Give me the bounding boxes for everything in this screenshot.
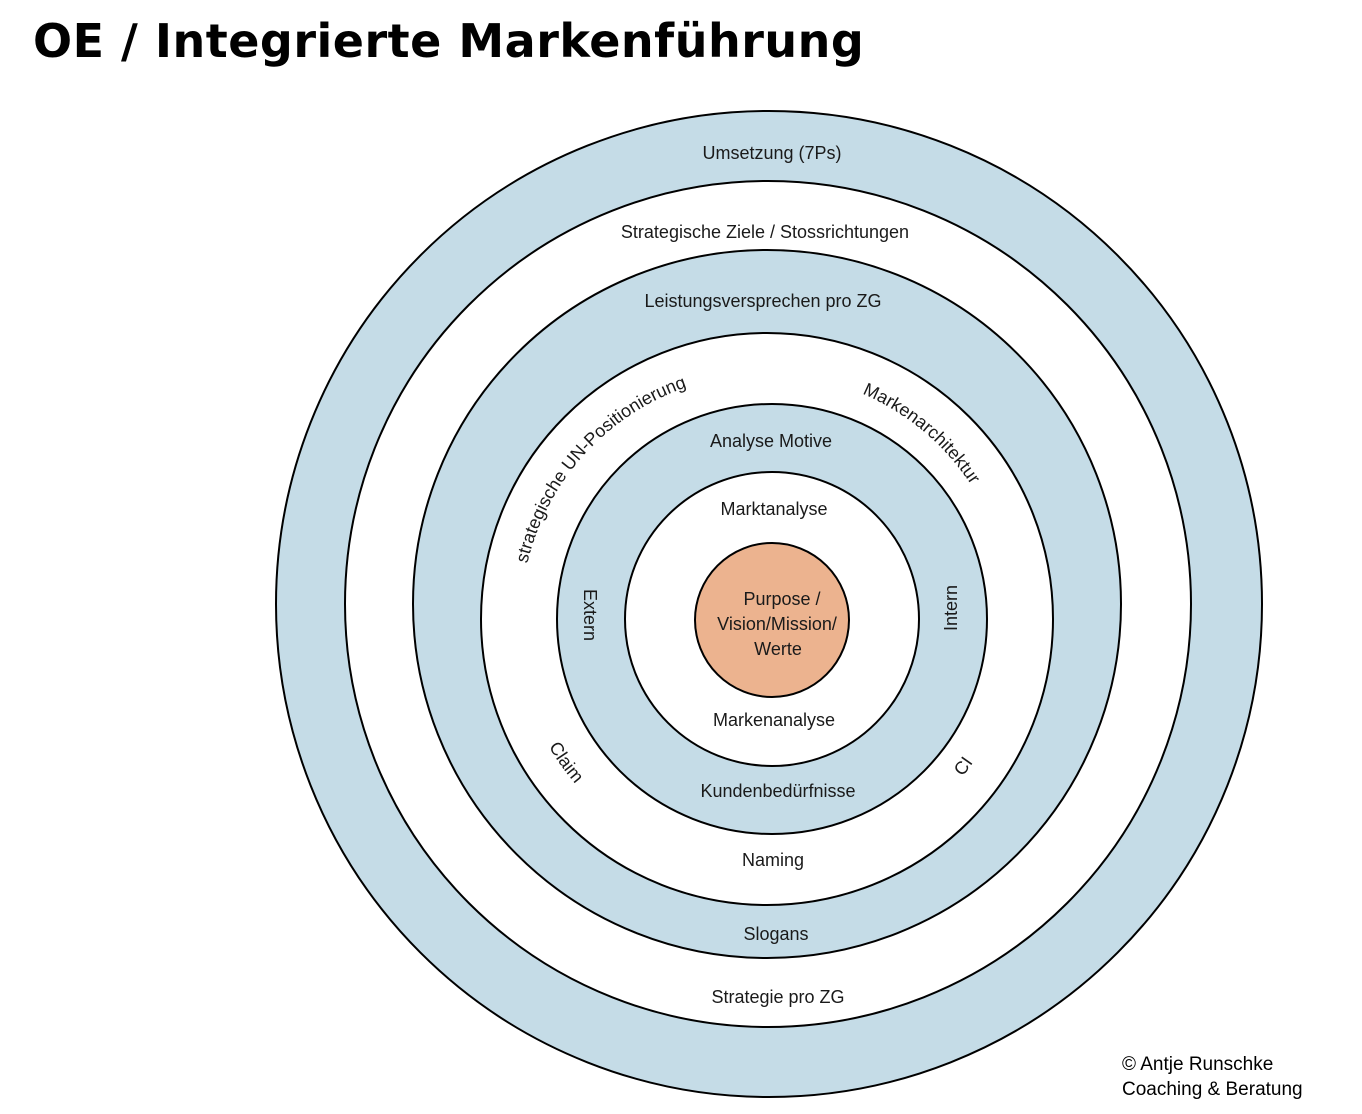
label-intern: Intern: [941, 585, 961, 631]
label-strategische-ziele: Strategische Ziele / Stossrichtungen: [621, 222, 909, 242]
copyright: © Antje Runschke Coaching & Beratung: [1122, 1052, 1303, 1102]
label-analyse-motive: Analyse Motive: [710, 431, 832, 451]
label-leistungsversprechen: Leistungsversprechen pro ZG: [644, 291, 881, 311]
label-strategie-pro-zg: Strategie pro ZG: [711, 987, 844, 1007]
core-line-3: Werte: [754, 639, 802, 659]
core-circle: [694, 542, 850, 698]
label-naming: Naming: [742, 850, 804, 870]
label-extern: Extern: [580, 589, 600, 641]
label-umsetzung: Umsetzung (7Ps): [702, 143, 841, 163]
core-line-2: Vision/Mission/: [717, 614, 837, 634]
core-line-1: Purpose /: [743, 589, 820, 609]
label-kundenbeduerfnisse: Kundenbedürfnisse: [700, 781, 855, 801]
copyright-line-2: Coaching & Beratung: [1122, 1079, 1303, 1100]
label-markenanalyse: Markenanalyse: [713, 710, 835, 730]
label-slogans: Slogans: [743, 924, 808, 944]
label-marktanalyse: Marktanalyse: [720, 499, 827, 519]
page-title: OE / Integrierte Markenführung: [33, 14, 865, 68]
copyright-line-1: © Antje Runschke: [1122, 1054, 1274, 1075]
